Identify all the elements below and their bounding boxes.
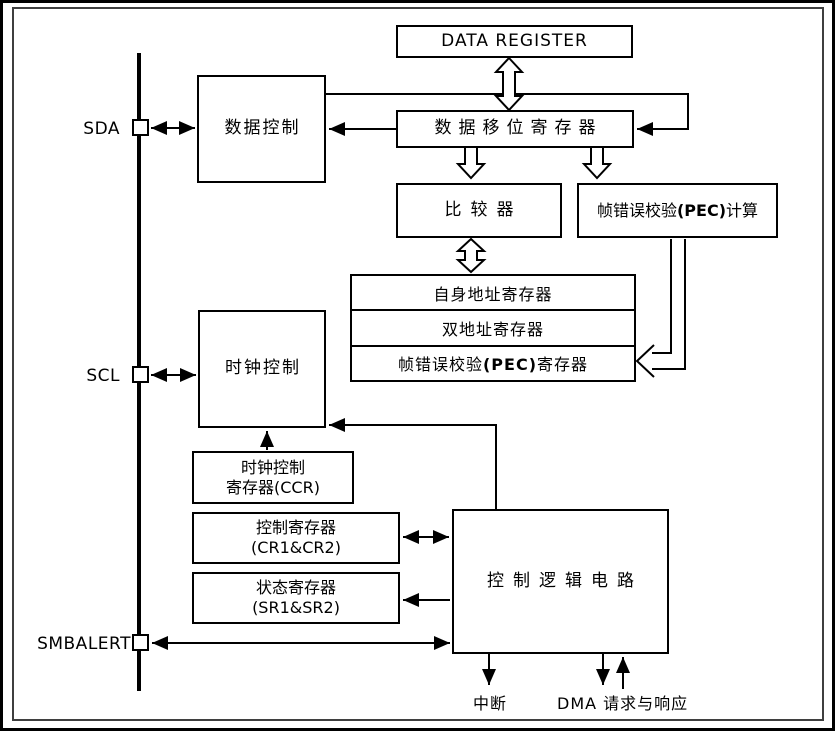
data-register-label: DATA REGISTER [441,30,588,51]
dma-output-label: DMA 请求与响应 [557,694,689,713]
pec-feedback-open-arrowhead [635,344,655,378]
shift-register-to-pec-hollow-arrow [581,145,613,180]
scl-pin-pad [132,366,149,383]
shift-register-to-comparator-hollow-arrow [455,145,487,180]
clock-control-label: 时钟控制 [225,358,301,379]
smbalert-pin-label: SMBALERT [37,634,131,654]
own-address-register-label: 自身地址寄存器 [433,284,553,304]
address-register-stack: 自身地址寄存器 双地址寄存器 帧错误校验(PEC)寄存器 [350,274,636,382]
sda-pin-label: SDA [83,119,120,139]
control-logic-box: 控制逻辑电路 [452,509,669,654]
ccr-box: 时钟控制 寄存器(CCR) [192,451,354,504]
clock-control-box: 时钟控制 [198,310,326,428]
dual-address-register-label: 双地址寄存器 [441,319,544,339]
dual-address-register-row: 双地址寄存器 [352,309,634,347]
pec-register-row: 帧错误校验(PEC)寄存器 [352,347,634,380]
own-address-register-row: 自身地址寄存器 [352,276,634,309]
status-register-label: 状态寄存器 (SR1&SR2) [252,578,340,617]
control-register-label: 控制寄存器 (CR1&CR2) [251,518,341,557]
pec-calculation-label: 帧错误校验(PEC)计算 [596,200,759,220]
ccr-label: 时钟控制 寄存器(CCR) [226,457,320,497]
comparator-label: 比较器 [444,199,523,220]
shift-register-box: 数据移位寄存器 [396,110,634,148]
data-register-box: DATA REGISTER [396,25,633,58]
status-register-box: 状态寄存器 (SR1&SR2) [192,572,400,624]
comparator-address-hollow-arrow [455,237,487,274]
pec-feedback-wire-bottom [652,239,686,370]
data-control-label: 数据控制 [224,118,301,139]
smbalert-pin-pad [132,634,149,651]
control-logic-to-clock-control-wire [329,418,497,509]
control-register-box: 控制寄存器 (CR1&CR2) [192,512,400,564]
pec-feedback-wire-top [652,239,672,354]
scl-pin-label: SCL [86,366,120,386]
control-logic-label: 控制逻辑电路 [487,570,643,591]
shift-register-label: 数据移位寄存器 [434,118,603,139]
pec-register-label: 帧错误校验(PEC)寄存器 [397,355,589,375]
sda-pin-pad [132,119,149,136]
pec-calculation-box: 帧错误校验(PEC)计算 [577,183,778,238]
data-control-box: 数据控制 [197,75,326,183]
comparator-box: 比较器 [396,183,562,238]
interrupt-output-label: 中断 [472,694,507,713]
inner-border [12,7,824,721]
